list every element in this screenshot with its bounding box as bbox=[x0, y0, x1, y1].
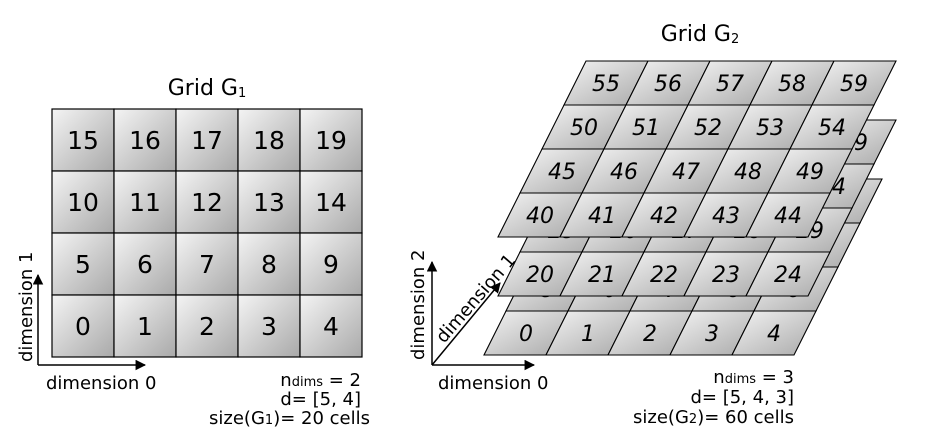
grid1-cell-label: 11 bbox=[129, 188, 161, 217]
grid1-cell bbox=[51, 294, 115, 358]
grid1-cell bbox=[237, 294, 301, 358]
grid1-cell-label: 14 bbox=[315, 188, 347, 217]
grid2-cell-label: 21 bbox=[588, 263, 616, 288]
grid2-cell-label: 22 bbox=[650, 263, 678, 288]
grid2-cell-label: 50 bbox=[570, 116, 598, 141]
grid1-cell bbox=[237, 232, 301, 296]
grid2-cell-label: 46 bbox=[610, 160, 638, 185]
grid2-axis-x-label: dimension 0 bbox=[438, 373, 548, 394]
grid1-cell bbox=[299, 170, 363, 234]
grid1-axis-x-label: dimension 0 bbox=[46, 373, 156, 394]
grid1-cell-label: 19 bbox=[315, 126, 347, 155]
grid2-cell-label: 42 bbox=[650, 204, 678, 229]
grid1-cell bbox=[51, 170, 115, 234]
grid2-cell-label: 56 bbox=[654, 72, 682, 97]
grid2-cell-label: 47 bbox=[672, 160, 700, 185]
grid2-cell-label: 43 bbox=[712, 204, 740, 229]
grid1-cell-label: 4 bbox=[323, 312, 339, 341]
grid2-size: size(G2)= 60 cells bbox=[633, 407, 794, 428]
grid1-cell bbox=[299, 294, 363, 358]
grid1-cell-label: 10 bbox=[67, 188, 99, 217]
grid2-cell-label: 41 bbox=[588, 204, 616, 229]
grid2-cell-label: 58 bbox=[778, 72, 806, 97]
grid1-cell bbox=[175, 170, 239, 234]
grid2-cell-label: 0 bbox=[519, 322, 533, 347]
grid1-cell-label: 8 bbox=[261, 250, 277, 279]
grid2-cell-label: 52 bbox=[694, 116, 722, 141]
grid2-cell-label: 49 bbox=[796, 160, 824, 185]
grid1-dims: d= [5, 4] bbox=[280, 389, 361, 410]
grid1-cell bbox=[113, 294, 177, 358]
grid2-axis-z-label: dimension 2 bbox=[408, 250, 429, 360]
grid1-cell-label: 12 bbox=[191, 188, 223, 217]
grid1-cell-label: 1 bbox=[137, 312, 153, 341]
grid2-cell-label: 54 bbox=[818, 116, 846, 141]
grid1-cell-label: 6 bbox=[137, 250, 153, 279]
grid2-title: Grid G2 bbox=[661, 22, 740, 47]
grid2-cell-label: 55 bbox=[592, 72, 620, 97]
grid1-size: size(G1)= 20 cells bbox=[209, 408, 370, 429]
grid1-title: Grid G1 bbox=[168, 76, 247, 101]
grid2-cell-label: 51 bbox=[632, 116, 660, 141]
grid2-cell-label: 53 bbox=[756, 116, 784, 141]
grid1-cell bbox=[51, 108, 115, 172]
grid2-cell-label: 59 bbox=[840, 72, 868, 97]
grid2-ndims: ndims = 3 bbox=[713, 367, 794, 388]
grid2-axis-y-arrow bbox=[431, 282, 501, 366]
grid2-cell-label: 24 bbox=[774, 263, 802, 288]
grid1-axis-y-label: dimension 1 bbox=[16, 252, 37, 362]
grid1-cell-label: 17 bbox=[191, 126, 223, 155]
grid2-cell-label: 1 bbox=[581, 322, 595, 347]
grid2-cell-label: 48 bbox=[734, 160, 762, 185]
grid1-cell-label: 7 bbox=[199, 250, 215, 279]
grid1-cell-label: 5 bbox=[75, 250, 91, 279]
grid1-cell bbox=[113, 232, 177, 296]
grid2-cell-label: 2 bbox=[643, 322, 657, 347]
grid1-cell-label: 13 bbox=[253, 188, 285, 217]
grid2-layer-top: 55 56 57 58 59 50 51 52 53 54 45 46 47 48 49 40 41 42 43 44 bbox=[497, 60, 897, 238]
grid1-cell-label: 15 bbox=[67, 126, 99, 155]
grid1-cell bbox=[175, 108, 239, 172]
grid1-ndims: ndims = 2 bbox=[280, 370, 361, 391]
grid2-cell bbox=[745, 251, 831, 297]
grid2-group: Grid G2 15161718191011121314567890123435… bbox=[408, 22, 897, 428]
grid2-cell-label: 20 bbox=[526, 263, 554, 288]
grid2-cell-label: 40 bbox=[526, 204, 554, 229]
grid2-cell bbox=[745, 192, 831, 238]
grid2-cell-label: 3 bbox=[705, 322, 719, 347]
grid2-cell-label: 23 bbox=[712, 263, 740, 288]
grid1-cell-label: 18 bbox=[253, 126, 285, 155]
grid1-cell-label: 2 bbox=[199, 312, 215, 341]
grid1-cell-label: 16 bbox=[129, 126, 161, 155]
grid2-cell-label: 57 bbox=[716, 72, 744, 97]
grid2-cell-label: 45 bbox=[548, 160, 576, 185]
grid1-cell-label: 3 bbox=[261, 312, 277, 341]
grid2-cell bbox=[731, 310, 817, 356]
grid1-cell-label: 0 bbox=[75, 312, 91, 341]
grid2-layers: 1516171819101112131456789012343536373839… bbox=[483, 60, 897, 356]
grid1-cell bbox=[113, 108, 177, 172]
grid1-cell-label: 9 bbox=[323, 250, 339, 279]
grid2-dims: d= [5, 4, 3] bbox=[690, 387, 794, 408]
grid2-cell-label: 44 bbox=[774, 204, 802, 229]
grid1-cell bbox=[175, 294, 239, 358]
grid2-cell-label: 4 bbox=[767, 322, 781, 347]
